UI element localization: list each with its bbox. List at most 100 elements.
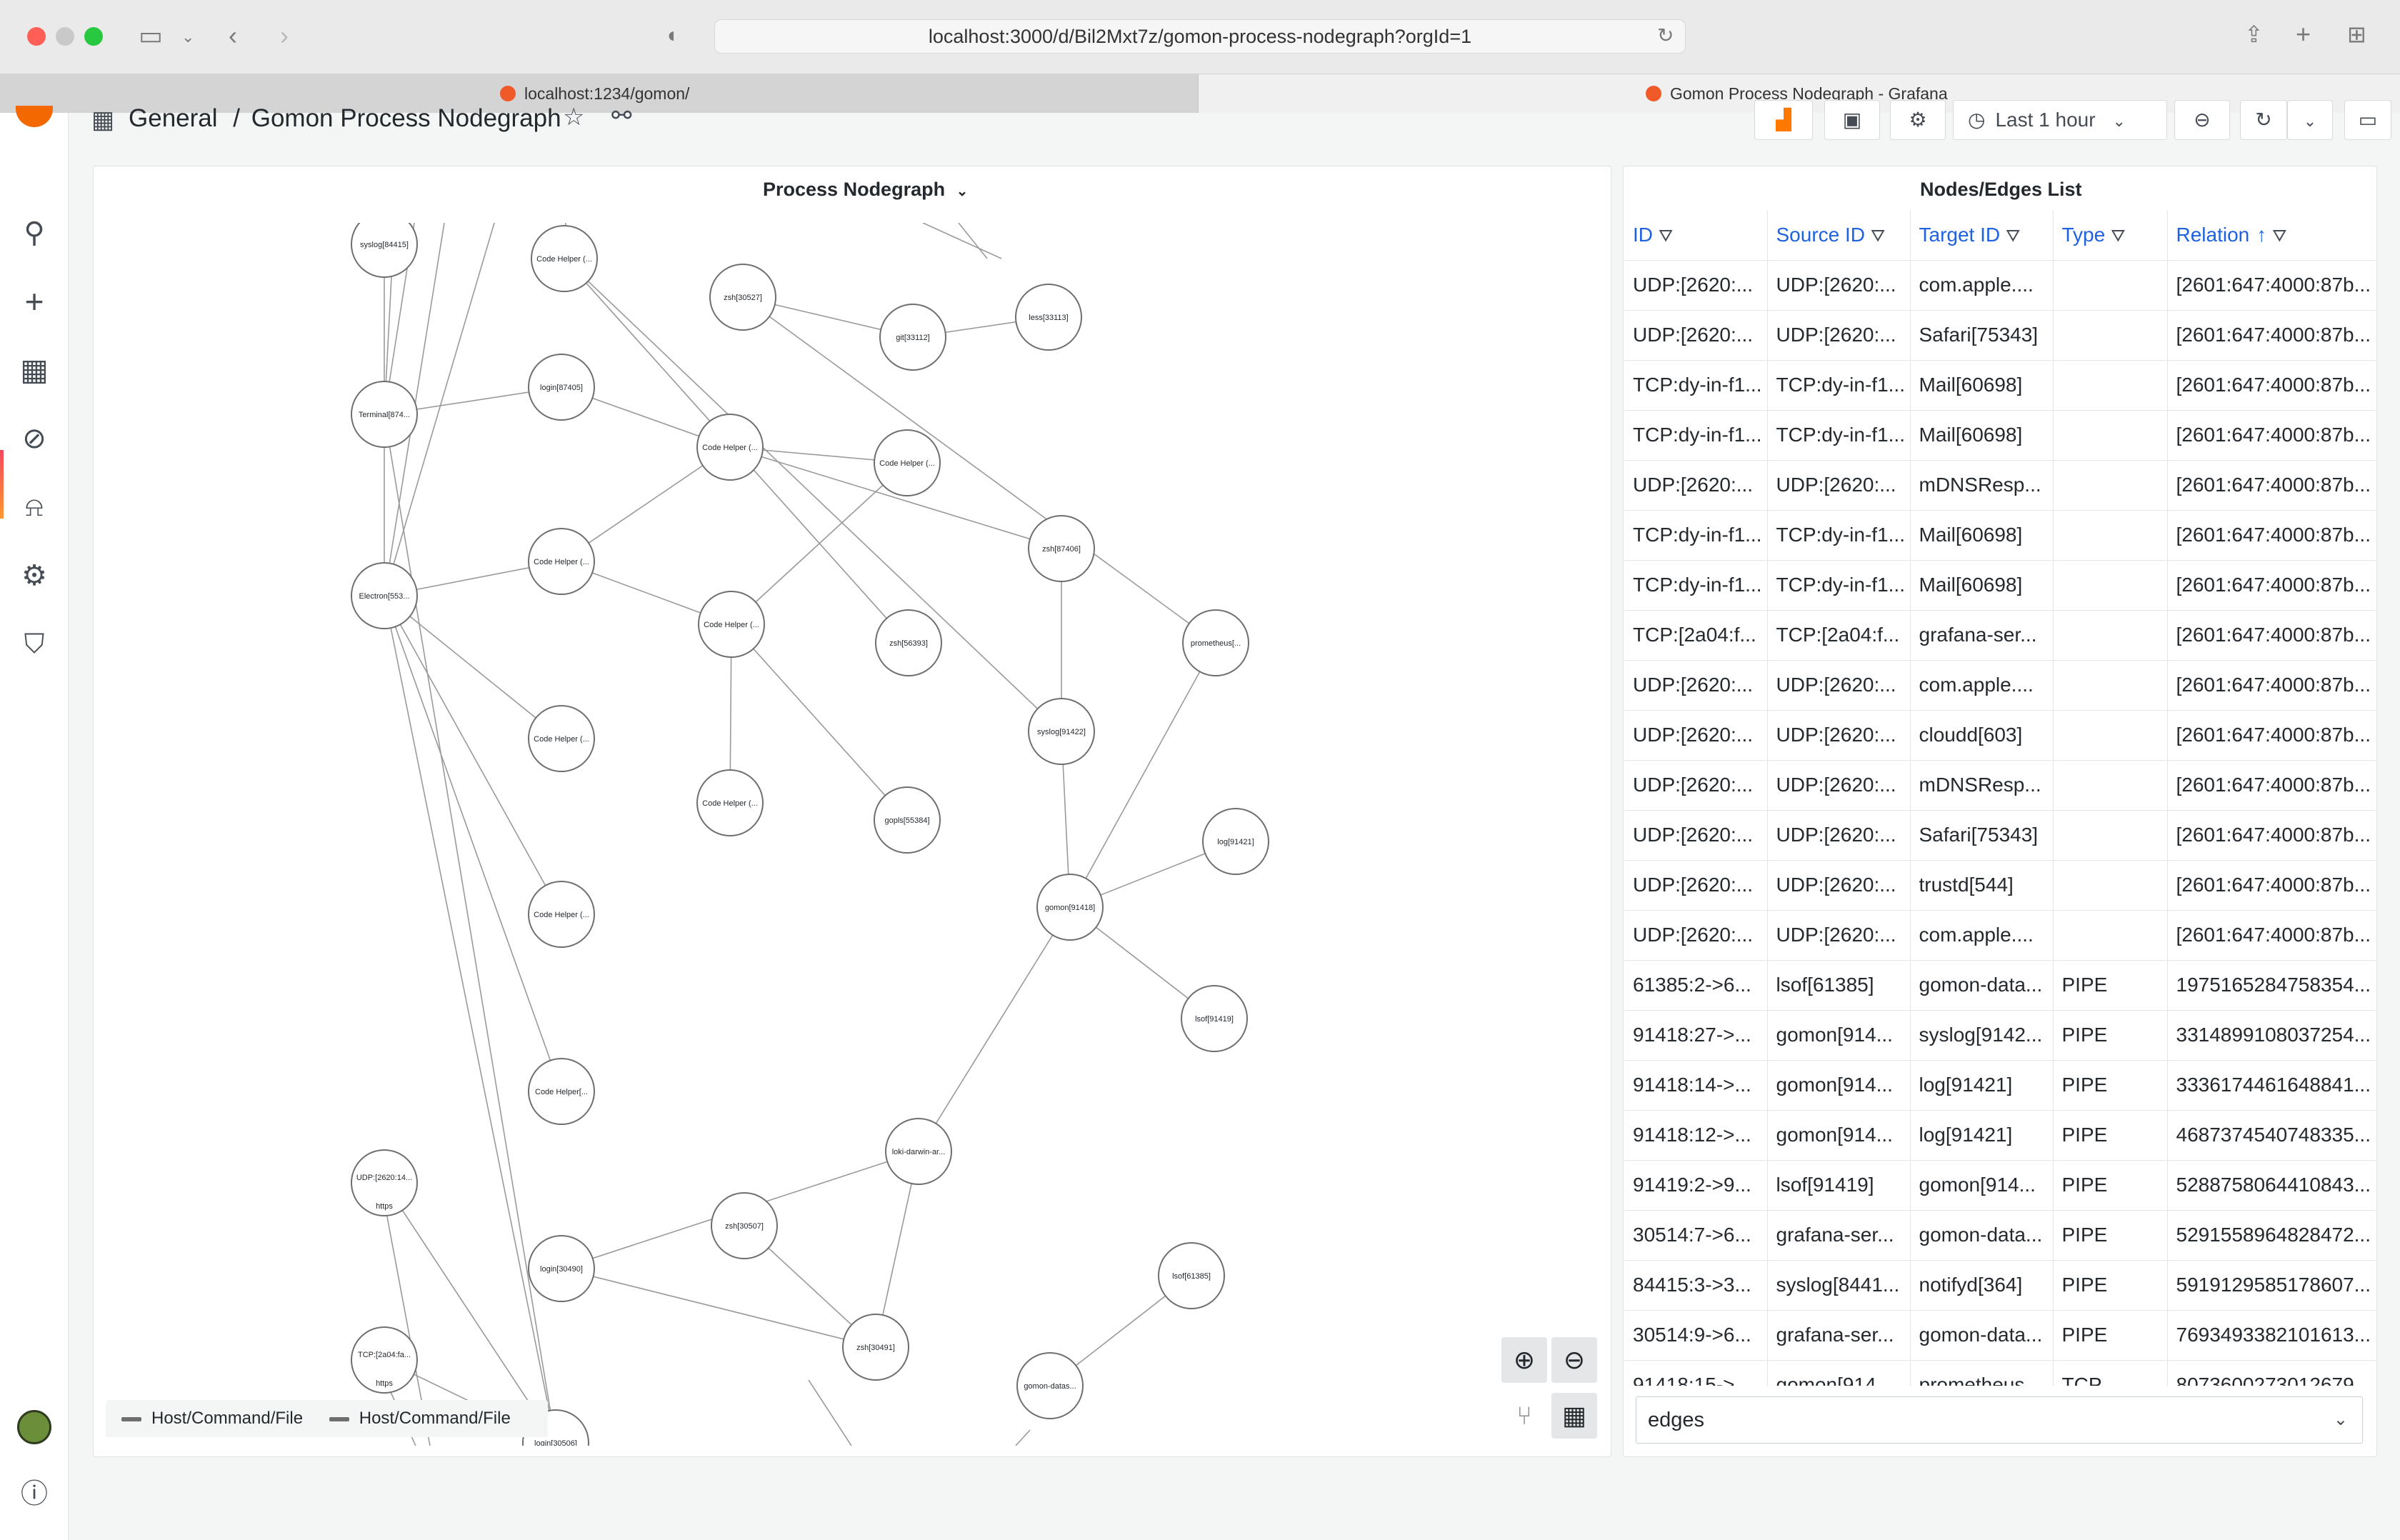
graph-node[interactable]: gopls[55384]	[874, 786, 941, 854]
graph-node[interactable]: git[33112]	[879, 304, 946, 371]
new-tab-icon[interactable]: +	[2296, 19, 2311, 49]
forward-icon[interactable]: ›	[280, 21, 289, 50]
graph-node[interactable]: Code Helper[...	[528, 1058, 595, 1125]
tv-mode-button[interactable]: ▭	[2344, 100, 2391, 140]
graph-node[interactable]: Code Helper (...	[696, 769, 764, 836]
graph-node[interactable]: loki-darwin-ar...	[885, 1118, 952, 1185]
graph-edge[interactable]	[384, 595, 562, 739]
refresh-button[interactable]: ↻	[2240, 100, 2287, 140]
graph-node[interactable]: lsof[61385]	[1158, 1242, 1225, 1309]
table-row[interactable]: TCP:dy-in-f1...TCP:dy-in-f1...Mail[60698…	[1624, 559, 2376, 610]
zoom-out-time-button[interactable]: ⊖	[2174, 100, 2230, 140]
breadcrumb-folder[interactable]: General	[129, 104, 218, 132]
table-row[interactable]: TCP:dy-in-f1...TCP:dy-in-f1...Mail[60698…	[1624, 409, 2376, 460]
table-row[interactable]: 30514:7->6...grafana-ser...gomon-data...…	[1624, 1209, 2376, 1260]
user-avatar[interactable]	[17, 1410, 51, 1444]
table-row[interactable]: UDP:[2620:...UDP:[2620:...com.apple....[…	[1624, 909, 2376, 960]
table-row[interactable]: UDP:[2620:...UDP:[2620:...cloudd[603][26…	[1624, 709, 2376, 760]
graph-node[interactable]: UDP:[2620:14...	[351, 1149, 418, 1216]
filter-icon[interactable]: ⛛	[2272, 226, 2287, 246]
graph-node[interactable]: log[91421]	[1202, 808, 1269, 875]
graph-node[interactable]: login[87405]	[528, 354, 595, 421]
graph-edge[interactable]	[384, 1182, 556, 1444]
zoom-out-button[interactable]: ⊖	[1551, 1337, 1597, 1383]
graph-node[interactable]: Code Helper (...	[698, 591, 765, 658]
share-dashboard-icon[interactable]: ⚯	[611, 102, 632, 129]
graph-edge[interactable]	[384, 223, 495, 596]
filter-icon[interactable]: ⛛	[2006, 226, 2021, 246]
graph-edge[interactable]	[384, 595, 562, 1092]
time-picker-button[interactable]: ◷Last 1 hour⌄	[1953, 100, 2167, 140]
create-plus-icon[interactable]: +	[24, 283, 44, 320]
graph-edge[interactable]	[922, 223, 1002, 259]
filter-icon[interactable]: ⛛	[1871, 226, 1886, 246]
alerting-bell-icon[interactable]: ⍾	[25, 492, 44, 522]
refresh-interval-button[interactable]: ⌄	[2287, 100, 2333, 140]
graph-node[interactable]: Code Helper (...	[528, 528, 595, 595]
table-row[interactable]: UDP:[2620:...UDP:[2620:...Safari[75343][…	[1624, 309, 2376, 360]
server-admin-shield-icon[interactable]: ⛉	[24, 629, 45, 659]
tab-gomon[interactable]: localhost:1234/gomon/	[0, 74, 1199, 113]
graph-edge[interactable]	[561, 1268, 876, 1348]
graph-edge[interactable]	[384, 595, 556, 1444]
table-row[interactable]: 91419:2->9...lsof[91419]gomon[914...PIPE…	[1624, 1159, 2376, 1210]
zoom-window-button[interactable]	[84, 27, 103, 46]
table-row[interactable]: 91418:15->...gomon[914...prometheus...TC…	[1624, 1359, 2376, 1386]
table-scroll-area[interactable]: ID⛛Source ID⛛Target ID⛛Type⛛Relation↑⛛ U…	[1624, 210, 2376, 1386]
close-window-button[interactable]	[27, 27, 46, 46]
graph-node[interactable]: prometheus[...	[1182, 609, 1249, 676]
graph-edge[interactable]	[729, 446, 1062, 549]
graph-edge[interactable]	[564, 258, 1062, 732]
legend-item[interactable]: Host/Command/File	[329, 1400, 511, 1437]
graph-edge[interactable]	[808, 1379, 852, 1446]
panel-title[interactable]: Process Nodegraph ⌄	[763, 179, 968, 201]
table-row[interactable]: 84415:3->3...syslog[8441...notifyd[364]P…	[1624, 1259, 2376, 1310]
graph-node[interactable]: gomon-datas...	[1016, 1352, 1084, 1419]
layout-grid-button[interactable]: ▦	[1551, 1393, 1597, 1439]
sidebar-toggle-icon[interactable]: ▭	[139, 21, 164, 50]
graph-edge[interactable]	[1015, 1429, 1031, 1446]
column-header[interactable]: Target ID⛛	[1910, 210, 2054, 260]
node-graph-canvas[interactable]: syslog[84415] Code Helper (... zsh[30527] g…	[94, 223, 1609, 1446]
graph-node[interactable]: zsh[30507]	[711, 1192, 778, 1259]
column-header[interactable]: Source ID⛛	[1767, 210, 1911, 260]
table-row[interactable]: UDP:[2620:...UDP:[2620:...mDNSResp...[26…	[1624, 759, 2376, 810]
table-row[interactable]: UDP:[2620:...UDP:[2620:...com.apple....[…	[1624, 659, 2376, 710]
column-header[interactable]: Relation↑⛛	[2167, 210, 2376, 260]
graph-node[interactable]: Electron[553...	[351, 562, 418, 629]
legend-item[interactable]: Host/Command/File	[121, 1400, 303, 1437]
graph-node[interactable]: gomon[91418]	[1036, 874, 1104, 941]
back-icon[interactable]: ‹	[229, 21, 237, 50]
page-title[interactable]: Gomon Process Nodegraph	[251, 104, 561, 132]
graph-node[interactable]: zsh[87406]	[1028, 515, 1095, 582]
graph-edge[interactable]	[918, 906, 1071, 1152]
graph-node[interactable]: syslog[84415]	[351, 223, 418, 278]
filter-icon[interactable]: ⛛	[2111, 226, 2126, 246]
column-header[interactable]: Type⛛	[2053, 210, 2168, 260]
graph-node[interactable]: Code Helper (...	[874, 429, 941, 496]
reload-icon[interactable]: ↻	[1657, 24, 1674, 46]
star-icon[interactable]: ☆	[563, 104, 585, 131]
share-icon[interactable]: ⇪	[2244, 21, 2264, 47]
graph-node[interactable]: syslog[91422]	[1028, 698, 1095, 765]
panel-title[interactable]: Nodes/Edges List	[1920, 179, 2082, 200]
filter-icon[interactable]: ⛛	[1659, 226, 1674, 246]
layout-graph-button[interactable]: ⑂	[1501, 1393, 1547, 1439]
graph-edge[interactable]	[384, 595, 562, 915]
graph-node[interactable]: Code Helper (...	[528, 881, 595, 948]
graph-edge[interactable]	[958, 223, 988, 259]
graph-node[interactable]: Code Helper (...	[528, 705, 595, 772]
tab-overview-icon[interactable]: ⊞	[2347, 21, 2366, 47]
add-panel-button[interactable]: ▟	[1754, 100, 1813, 140]
graph-node[interactable]: zsh[30491]	[842, 1314, 909, 1381]
graph-edge[interactable]	[1069, 642, 1216, 908]
search-icon[interactable]: ⚲	[24, 217, 45, 249]
address-bar[interactable]: localhost:3000/d/Bil2Mxt7z/gomon-process…	[714, 19, 1686, 54]
table-row[interactable]: 91418:27->...gomon[914...syslog[9142...P…	[1624, 1009, 2376, 1060]
graph-node[interactable]: zsh[30527]	[709, 264, 776, 331]
table-row[interactable]: UDP:[2620:...UDP:[2620:...mDNSResp...[26…	[1624, 459, 2376, 510]
graph-node[interactable]: Code Helper (...	[531, 225, 598, 292]
dashboard-settings-button[interactable]: ⚙	[1890, 100, 1946, 140]
frame-select[interactable]: edges ⌄	[1636, 1396, 2363, 1444]
